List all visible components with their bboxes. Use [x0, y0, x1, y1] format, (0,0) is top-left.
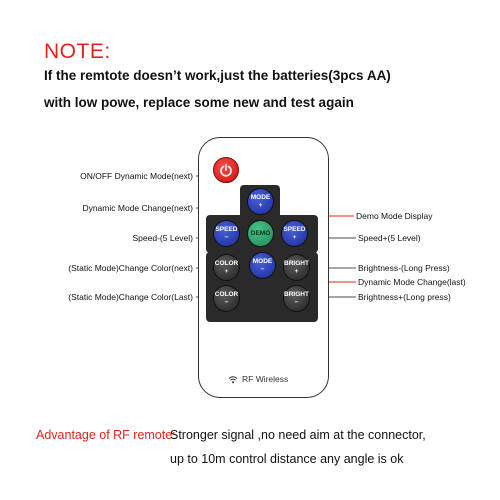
- bright-minus-button[interactable]: BRIGHT −: [283, 285, 310, 312]
- mode-minus-sign: −: [260, 265, 265, 273]
- speed-minus-button[interactable]: SPEED −: [213, 220, 240, 247]
- note-line-2: with low powe, replace some new and test…: [44, 95, 354, 110]
- speed-plus-label: SPEED: [283, 225, 306, 233]
- rf-wireless-text: RF Wireless: [242, 374, 289, 384]
- power-icon: [220, 163, 232, 177]
- bright-plus-label: BRIGHT: [284, 259, 309, 267]
- bright-minus-sign: −: [294, 298, 299, 306]
- color-minus-button[interactable]: COLOR −: [213, 285, 240, 312]
- color-plus-label: COLOR: [214, 259, 239, 267]
- note-title: NOTE:: [44, 40, 111, 63]
- demo-label: DEMO: [250, 229, 271, 237]
- color-plus-button[interactable]: COLOR +: [213, 254, 240, 281]
- bright-plus-button[interactable]: BRIGHT +: [283, 254, 310, 281]
- advantage-line-1: Stronger signal ,no need aim at the conn…: [170, 428, 426, 442]
- demo-button[interactable]: DEMO: [247, 220, 274, 247]
- bright-minus-label: BRIGHT: [284, 290, 309, 298]
- label-speed-minus: Speed-(5 Level): [132, 233, 193, 243]
- bright-plus-sign: +: [294, 267, 299, 275]
- rf-wireless-label: RF Wireless: [228, 374, 288, 384]
- mode-minus-button[interactable]: MODE −: [249, 252, 276, 279]
- mode-minus-label: MODE: [252, 257, 273, 265]
- advantage-label: Advantage of RF remote:: [36, 428, 176, 442]
- label-dynamic-next: Dynamic Mode Change(next): [82, 203, 193, 213]
- label-brightness-minus: Brightness-(Long Press): [358, 263, 450, 273]
- color-plus-sign: +: [224, 267, 229, 275]
- color-minus-label: COLOR: [214, 290, 239, 298]
- mode-plus-sign: +: [258, 201, 263, 209]
- mode-plus-button[interactable]: MODE +: [247, 188, 274, 215]
- advantage-line-2: up to 10m control distance any angle is …: [170, 452, 404, 466]
- speed-plus-sign: +: [292, 233, 297, 241]
- wifi-icon: [228, 375, 238, 383]
- label-demo-display: Demo Mode Display: [356, 211, 433, 221]
- label-dynamic-last: Dynamic Mode Change(last): [358, 277, 466, 287]
- label-onoff: ON/OFF Dynamic Mode(next): [80, 171, 193, 181]
- speed-plus-button[interactable]: SPEED +: [281, 220, 308, 247]
- label-static-last: (Static Mode)Change Color(Last): [68, 292, 193, 302]
- power-button[interactable]: [213, 157, 239, 183]
- mode-plus-label: MODE: [250, 193, 271, 201]
- color-minus-sign: −: [224, 298, 229, 306]
- note-line-1: If the remtote doesn’t work,just the bat…: [44, 68, 391, 83]
- label-speed-plus: Speed+(5 Level): [358, 233, 421, 243]
- label-static-next: (Static Mode)Change Color(next): [68, 263, 193, 273]
- speed-minus-label: SPEED: [215, 225, 238, 233]
- label-brightness-plus: Brightness+(Long press): [358, 292, 451, 302]
- speed-minus-sign: −: [224, 233, 229, 241]
